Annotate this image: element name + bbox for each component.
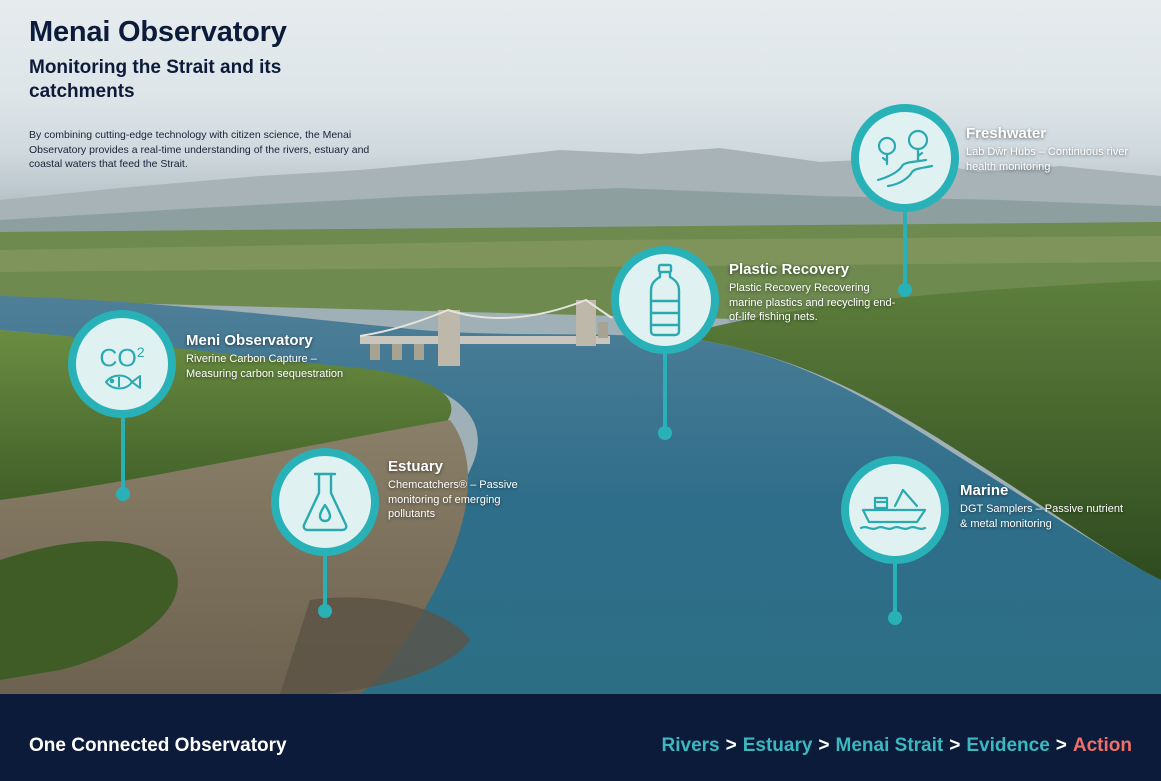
hotspot-description: Plastic Recovery Recovering marine plast… xyxy=(729,282,896,323)
page-subtitle: Monitoring the Strait and its catchments xyxy=(29,57,282,102)
co2-text: CO xyxy=(99,344,137,373)
flow-separator: > xyxy=(1055,735,1067,756)
hotspot-stem xyxy=(903,208,907,288)
hotspot-label: Meni Observatory Riverine Carbon Capture… xyxy=(186,331,356,381)
hotspot-title: Marine xyxy=(960,482,1009,499)
hotspot-label: Plastic Recovery Plastic Recovery Recove… xyxy=(729,260,904,325)
flow-step-rivers: Rivers xyxy=(661,735,720,756)
hotspot-title: Meni Observatory xyxy=(186,332,313,349)
footer-bar: One Connected Observatory Rivers>Estuary… xyxy=(0,694,1161,781)
hotspot-description: DGT Samplers – Passive nutrient & metal … xyxy=(960,503,1124,530)
suspension-bridge xyxy=(359,298,613,366)
hotspot-label: Marine DGT Samplers – Passive nutrient &… xyxy=(960,481,1130,531)
hotspot-title: Freshwater xyxy=(966,125,1047,142)
flow-separator: > xyxy=(949,735,961,756)
flow-step-action: Action xyxy=(1072,735,1132,756)
flow-separator: > xyxy=(818,735,830,756)
hotspot-stem xyxy=(663,350,667,430)
hotspot-stem xyxy=(323,550,327,608)
flask-icon[interactable] xyxy=(271,448,379,556)
flow-step-menai-strait: Menai Strait xyxy=(835,735,944,756)
hotspot-label: Estuary Chemcatchers® – Passive monitori… xyxy=(388,457,538,522)
hotspot-title: Estuary xyxy=(388,458,444,475)
hotspot-title: Plastic Recovery xyxy=(729,261,850,278)
flow-step-estuary: Estuary xyxy=(742,735,813,756)
hotspot-description: Chemcatchers® – Passive monitoring of em… xyxy=(388,479,518,520)
co2-fish-icon[interactable]: CO2 xyxy=(68,310,176,418)
boat-icon[interactable] xyxy=(841,456,949,564)
co2-superscript: 2 xyxy=(136,343,145,360)
flow-step-evidence: Evidence xyxy=(966,735,1050,756)
hotspot-description: Riverine Carbon Capture – Measuring carb… xyxy=(186,353,344,380)
hotspot-stem xyxy=(893,558,897,614)
aerial-photo-background: Menai Observatory Monitoring the Strait … xyxy=(0,0,1161,694)
hotspot-marker[interactable] xyxy=(658,426,672,440)
hotspot-marker[interactable] xyxy=(888,611,902,625)
hotspot-stem xyxy=(121,414,125,490)
footer-title: One Connected Observatory xyxy=(29,735,287,756)
observatory-flow: Rivers>Estuary>Menai Strait>Evidence>Act… xyxy=(662,735,1133,757)
fish-icon xyxy=(105,374,141,390)
intro-paragraph: By combining cutting-edge technology wit… xyxy=(29,129,370,170)
hotspot-label: Freshwater Lab Dŵr Hubs – Continuous riv… xyxy=(966,124,1141,174)
hotspot-marker[interactable] xyxy=(318,604,332,618)
river-trees-icon[interactable] xyxy=(851,104,959,212)
flow-separator: > xyxy=(725,735,737,756)
hotspot-marker[interactable] xyxy=(116,487,130,501)
co2-icon-text: CO2 xyxy=(99,339,144,371)
hotspot-marker[interactable] xyxy=(898,283,912,297)
page-title: Menai Observatory xyxy=(29,16,287,48)
hotspot-description: Lab Dŵr Hubs – Continuous river health m… xyxy=(966,146,1129,173)
plastic-bottle-icon[interactable] xyxy=(611,246,719,354)
landscape-illustration xyxy=(0,148,1161,694)
